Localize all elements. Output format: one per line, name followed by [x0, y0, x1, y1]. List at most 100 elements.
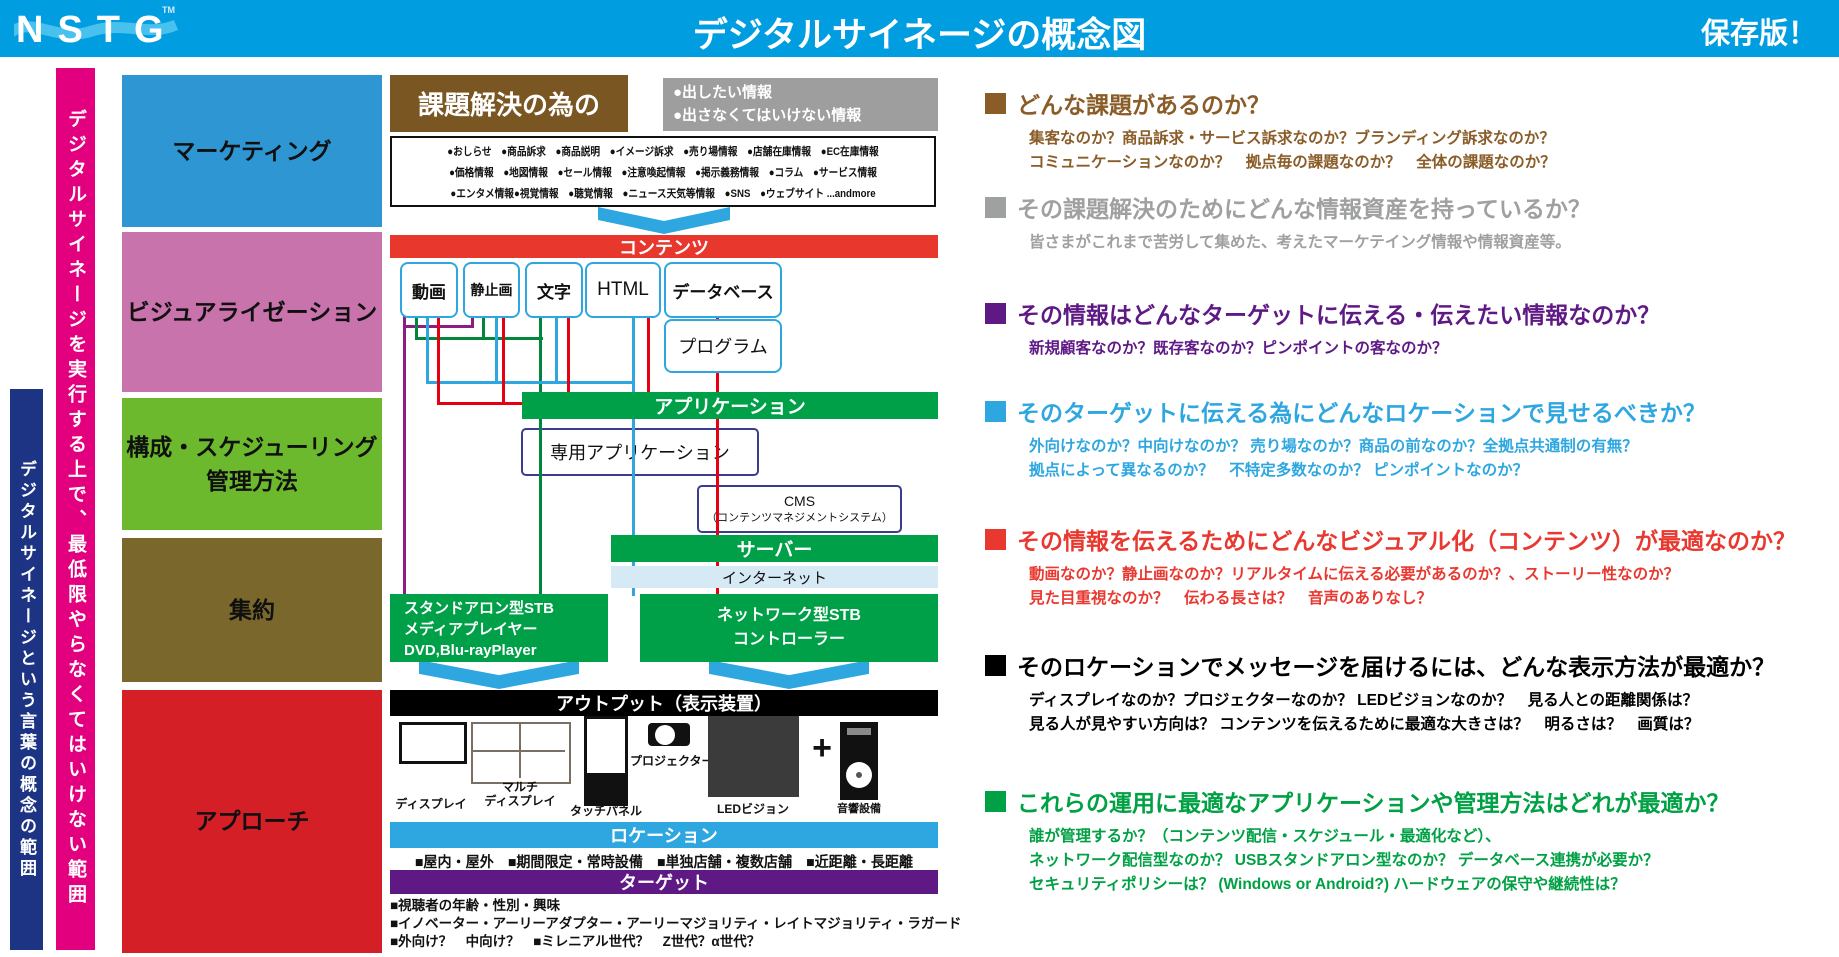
- information-items-box: ●おしらせ ●商品訴求 ●商品説明 ●イメージ訴求 ●売り場情報 ●店舗在庫情報…: [390, 136, 936, 207]
- section-marker-icon: [985, 196, 1006, 218]
- connector-line-blue: [555, 313, 558, 384]
- question-detail: ネットワーク配信型なのか？ USBスタンドアロン型なのか？ データベース連携が必…: [1029, 852, 1659, 870]
- network-stb-box: ネットワーク型STB コントローラー: [640, 594, 938, 662]
- section-marker-icon: [985, 302, 1006, 324]
- projector-icon: [648, 723, 690, 746]
- question-section-visualization: その情報を伝えるためにどんなビジュアル化（コンテンツ）が最適なのか？ 動画なのか…: [985, 522, 1839, 611]
- location-items: ■屋内・屋外 ■期間限定・常時設備 ■単独店舗・複数店舗 ■近距離・長距離: [414, 855, 914, 871]
- page-title: デジタルサイネージの概念図: [692, 16, 1147, 55]
- dedicated-application-box: 専用アプリケーション: [521, 428, 759, 476]
- problem-solving-box: 課題解決の為の: [390, 75, 628, 132]
- content-box-video: 動画: [400, 262, 458, 318]
- stb-line: DVD,Blu-rayPlayer: [404, 642, 537, 659]
- connector-line-red: [437, 313, 440, 405]
- question-section-operation: これらの運用に最適なアプリケーションや管理方法はどれが最適か？ 誰が管理するか？…: [985, 784, 1839, 897]
- question-section-display-method: そのロケーションでメッセージを届けるには、どんな表示方法が最適か？ ディスプレイ…: [985, 648, 1839, 737]
- logo-tm: TM: [162, 5, 175, 15]
- category-label: 集約: [229, 596, 275, 623]
- output-bar: アウトプット（表示装置）: [390, 690, 938, 716]
- category-label: マーケティング: [172, 137, 332, 164]
- category-label: 構成・スケジューリング: [126, 433, 378, 460]
- question-heading: その情報はどんなターゲットに伝える・伝えたい情報なのか？: [1017, 302, 1661, 328]
- information-to-show-box: ●出したい情報 ●出さなくてはいけない情報: [663, 78, 938, 131]
- content-box-text: 文字: [525, 262, 583, 318]
- info-line-1: ●出したい情報: [673, 84, 773, 101]
- content-box-html: HTML: [585, 262, 661, 318]
- stb-line: メディアプレイヤー: [404, 621, 538, 638]
- connector-line-red: [647, 313, 650, 405]
- question-detail: 皆さまがこれまで苦労して集めた、考えたマーケテイング情報や情報資産等。: [1029, 234, 1571, 251]
- connector-line-purple: [403, 313, 406, 596]
- touch-panel-label: タッチパネル: [569, 804, 642, 818]
- connector-line-blue: [426, 313, 429, 384]
- question-heading: その情報を伝えるためにどんなビジュアル化（コンテンツ）が最適なのか？: [1017, 528, 1797, 554]
- connector-line-green: [482, 313, 485, 340]
- stb-line: コントローラー: [732, 631, 845, 648]
- multi-display-label: マルチ ディスプレイ: [468, 780, 572, 809]
- server-bar: サーバー: [611, 535, 938, 562]
- question-section-target: その情報はどんなターゲットに伝える・伝えたい情報なのか？ 新規顧客なのか？既存客…: [985, 296, 1839, 361]
- question-heading: そのターゲットに伝える為にどんなロケーションで見せるべきか？: [1017, 400, 1706, 426]
- question-detail: 外向けなのか？中向けなのか？ 売り場なのか？商品の前なのか？全拠点共通制の有無？: [1029, 438, 1638, 455]
- connector-line-green: [539, 313, 542, 596]
- audio-equipment-label: 音響設備: [837, 803, 881, 815]
- question-section-location: そのターゲットに伝える為にどんなロケーションで見せるべきか？ 外向けなのか？中向…: [985, 394, 1839, 483]
- cms-subtitle: （コンテンツマネジメントシステム）: [706, 512, 893, 524]
- connector-line-blue: [426, 381, 635, 384]
- info-items-row: ●価格情報 ●地図情報 ●セール情報 ●注意喚起情報 ●掲示義務情報 ●コラム …: [449, 166, 877, 179]
- multi-label-line2: ディスプレイ: [484, 794, 556, 809]
- plus-icon: +: [812, 729, 832, 767]
- multi-label-line1: マルチ: [501, 780, 538, 794]
- section-marker-icon: [985, 92, 1006, 114]
- projector-label: プロジェクター: [630, 754, 714, 768]
- nstg-logo: NSTG TM: [6, 5, 184, 51]
- stb-line: ネットワーク型STB: [716, 607, 861, 624]
- question-detail: コミュニケーションなのか？ 拠点毎の課題なのか？ 全体の課題なのか？: [1029, 154, 1556, 172]
- audio-equipment-icon: [840, 722, 878, 800]
- target-line: ■視聴者の年齢・性別・興味: [390, 898, 561, 913]
- category-approach: アプローチ: [122, 690, 382, 953]
- connector-line-red: [502, 313, 505, 405]
- scope-bar-term-label: デジタルサイネージという言葉の概念の範囲: [17, 459, 36, 880]
- category-label: アプローチ: [194, 808, 310, 835]
- info-line-2: ●出さなくてはいけない情報: [673, 106, 862, 124]
- connector-line-green: [415, 313, 418, 340]
- target-bar: ターゲット: [390, 870, 938, 894]
- standalone-stb-box: スタンドアロン型STB メディアプレイヤー DVD,Blu-rayPlayer: [390, 594, 608, 662]
- category-scheduling: 構成・スケジューリング 管理方法: [122, 398, 382, 530]
- question-detail: 新規顧客なのか？既存客なのか？ピンポイントの客なのか？: [1029, 340, 1448, 357]
- question-detail: セキュリティポリシーは？ (Windows or Android?) ハードウェ…: [1029, 876, 1626, 894]
- led-vision-icon: [708, 714, 799, 797]
- section-marker-icon: [985, 528, 1006, 550]
- connector-line-red: [716, 368, 719, 596]
- info-items-row: ●おしらせ ●商品訴求 ●商品説明 ●イメージ訴求 ●売り場情報 ●店舗在庫情報…: [447, 145, 879, 158]
- scope-bar-minimum-label: デジタルサイネージを実行する上で、最低限やらなくてはいけない範囲: [65, 109, 86, 909]
- arrow-down-icon: [419, 660, 579, 689]
- connector-line-blue: [632, 313, 635, 596]
- target-line: ■イノベーター・アーリーアダプター・アーリーマジョリティ・レイトマジョリティ・ラ…: [390, 915, 962, 931]
- question-detail: 見た目重視なのか？ 伝わる長さは？ 音声のありなし？: [1029, 590, 1433, 608]
- application-bar: アプリケーション: [522, 392, 938, 419]
- section-marker-icon: [985, 400, 1006, 422]
- section-marker-icon: [985, 654, 1006, 676]
- display-label: ディスプレイ: [395, 797, 467, 811]
- category-visualization: ビジュアライゼーション: [122, 232, 382, 392]
- content-box-program: プログラム: [664, 319, 782, 373]
- category-label-2: 管理方法: [206, 468, 298, 494]
- contents-bar: コンテンツ: [390, 235, 938, 258]
- question-detail: 拠点によって異なるのか？ 不特定多数なのか？ ピンポイントなのか？: [1029, 462, 1529, 480]
- category-label: ビジュアライゼーション: [126, 298, 378, 325]
- section-marker-icon: [985, 790, 1006, 812]
- led-vision-label: LEDビジョン: [716, 802, 789, 816]
- connector-line-red: [567, 313, 570, 405]
- cms-title: CMS: [783, 493, 816, 509]
- question-heading: そのロケーションでメッセージを届けるには、どんな表示方法が最適か？: [1017, 654, 1776, 680]
- saved-edition-badge: 保存版！: [1700, 18, 1817, 50]
- question-heading: どんな課題があるのか？: [1017, 92, 1270, 118]
- stb-line: スタンドアロン型STB: [404, 600, 555, 617]
- info-items-row: ●エンタメ情報●視覚情報 ●聴覚情報 ●ニュース天気等情報 ●SNS ●ウェブサ…: [450, 187, 876, 200]
- question-section-information-assets: その課題解決のためにどんな情報資産を持っているか？ 皆さまがこれまで苦労して集め…: [985, 190, 1839, 255]
- scope-bar-minimum-required: デジタルサイネージを実行する上で、最低限やらなくてはいけない範囲: [56, 68, 95, 950]
- target-items: ■視聴者の年齢・性別・興味 ■イノベーター・アーリーアダプター・アーリーマジョリ…: [390, 897, 961, 950]
